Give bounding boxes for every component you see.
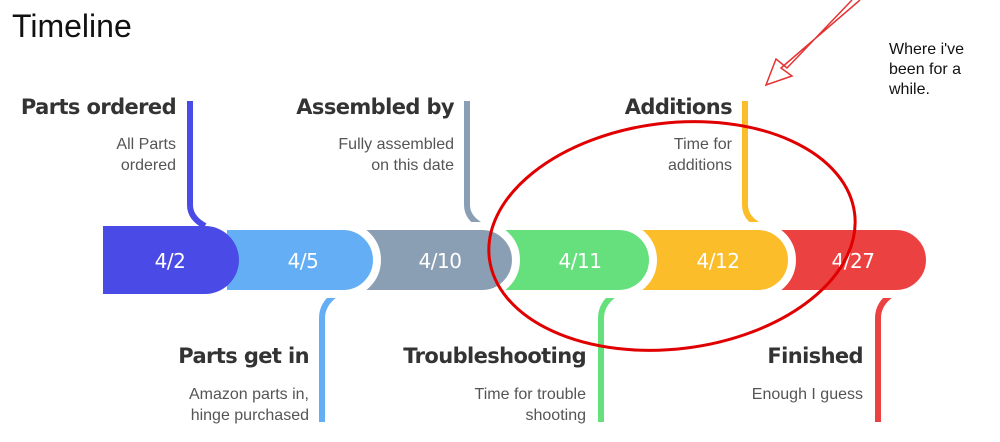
connector-additions bbox=[742, 101, 762, 229]
description-line: Time for trouble bbox=[474, 386, 586, 403]
description-line: ordered bbox=[120, 157, 176, 174]
milestone-description: Enough I guess bbox=[752, 384, 863, 405]
connector-parts-get-in bbox=[319, 291, 338, 422]
segment-4-5 bbox=[219, 222, 381, 298]
connector-parts-ordered bbox=[187, 101, 207, 229]
connector-assembled-by bbox=[464, 101, 484, 229]
date-label: 4/2 bbox=[155, 249, 186, 273]
segment-4-2 bbox=[103, 226, 239, 294]
milestone-title: Troubleshooting bbox=[403, 344, 586, 368]
description-line: on this date bbox=[371, 157, 454, 174]
description-line: Amazon parts in, bbox=[188, 386, 309, 403]
annotation-arrow bbox=[764, 0, 861, 87]
segment-4-12 bbox=[634, 222, 796, 298]
description-line: Enough I guess bbox=[751, 386, 863, 403]
milestone-description: Amazon parts in, hinge purchased bbox=[189, 384, 309, 426]
description-line: Time for bbox=[673, 136, 732, 153]
milestone-title: Parts get in bbox=[178, 344, 309, 368]
description-line: hinge purchased bbox=[190, 407, 309, 424]
date-label: 4/5 bbox=[288, 249, 319, 273]
date-label: 4/12 bbox=[697, 249, 740, 273]
milestone-description: Time for additions bbox=[668, 134, 732, 176]
milestone-title: Assembled by bbox=[296, 95, 454, 119]
description-line: Fully assembled bbox=[338, 136, 454, 153]
date-label: 4/10 bbox=[419, 249, 462, 273]
connector-troubleshooting bbox=[598, 291, 617, 422]
annotation-circle bbox=[487, 120, 857, 352]
segment-4-11 bbox=[495, 222, 657, 298]
annotation-note: Where i've been for a while. bbox=[889, 41, 965, 98]
milestone-description: All Parts ordered bbox=[116, 134, 176, 176]
segment-4-10 bbox=[358, 222, 520, 298]
page-title: Timeline bbox=[12, 8, 132, 44]
milestone-title: Parts ordered bbox=[20, 95, 177, 119]
milestone-description: Time for trouble shooting bbox=[475, 384, 586, 426]
milestone-title: Finished bbox=[767, 344, 863, 368]
description-line: additions bbox=[667, 157, 732, 174]
description-line: shooting bbox=[525, 407, 587, 424]
description-line: All Parts bbox=[116, 136, 176, 153]
milestone-title: Additions bbox=[624, 95, 733, 119]
milestone-description: Fully assembled on this date bbox=[338, 134, 454, 176]
date-label: 4/11 bbox=[559, 249, 602, 273]
segment-4-27 bbox=[772, 222, 934, 298]
connector-finished bbox=[875, 291, 894, 422]
